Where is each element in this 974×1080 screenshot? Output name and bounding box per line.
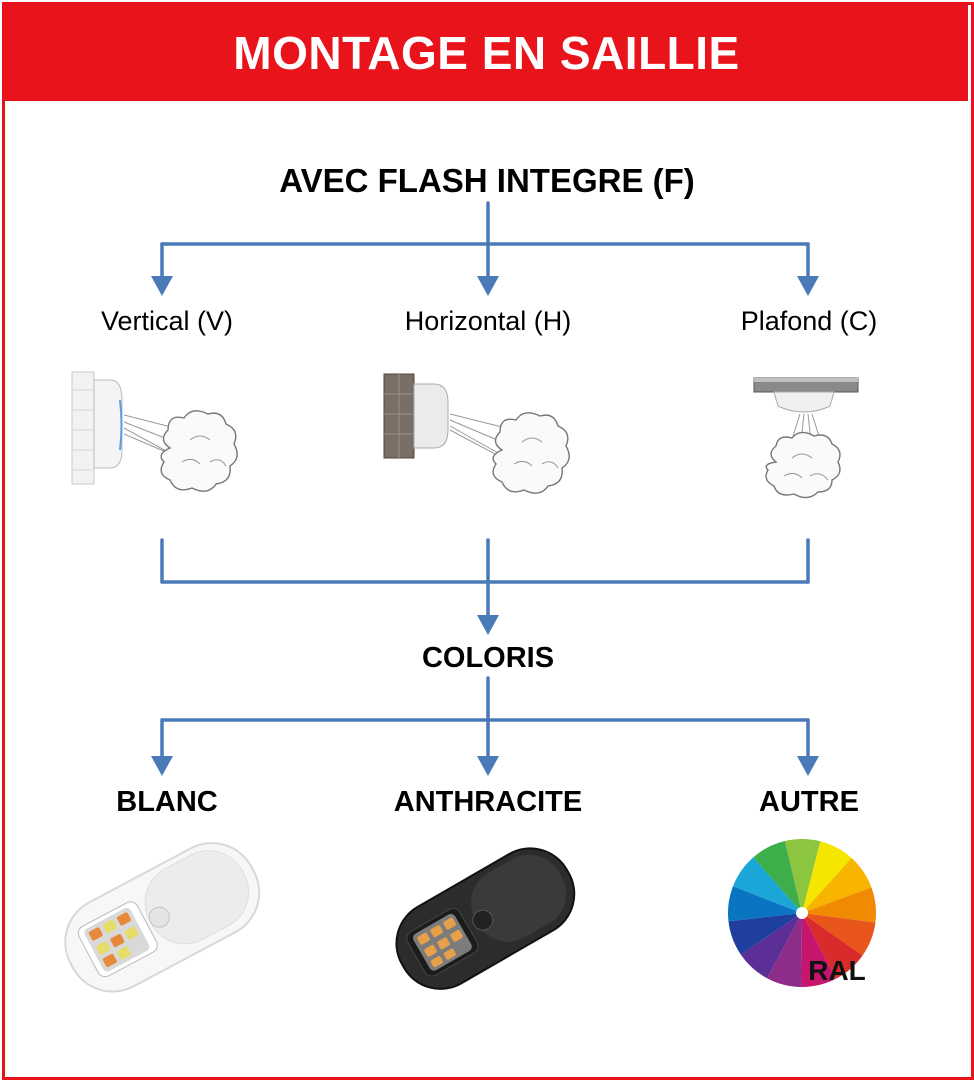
arrowhead-blanc <box>151 756 173 776</box>
root-node-label: AVEC FLASH INTEGRE (F) <box>279 162 695 199</box>
mounting-label-plafond: Plafond (C) <box>740 306 878 336</box>
ral-text: RAL <box>808 955 866 986</box>
wall-mounted-vertical-smoke-icon <box>71 371 238 492</box>
ral-color-wheel-icon: RAL <box>728 839 876 987</box>
color-label-autre: AUTRE <box>759 786 859 818</box>
page-title: MONTAGE EN SAILLIE <box>233 27 740 79</box>
color-wheel-segment <box>802 913 863 979</box>
color-wheel-segment <box>740 913 802 979</box>
color-wheel-segment <box>728 886 802 922</box>
color-wheel-segment <box>802 858 872 913</box>
color-wheel-segment <box>728 913 802 955</box>
wall-mounted-horizontal-smoke-icon <box>383 373 570 494</box>
color-label-blanc: BLANC <box>116 786 218 818</box>
color-wheel-segment <box>801 913 836 987</box>
header-banner: MONTAGE EN SAILLIE <box>5 5 968 101</box>
color-wheel-segment <box>802 913 876 956</box>
white-device-icon <box>64 842 261 993</box>
color-wheel-segment <box>802 841 852 913</box>
anthracite-device-icon <box>395 847 576 990</box>
color-wheel-segment <box>767 913 802 987</box>
mounting-label-horizontal: Horizontal (H) <box>404 306 572 336</box>
coloris-label: COLORIS <box>421 642 555 674</box>
color-wheel-segment <box>802 887 876 923</box>
arrowhead-horizontal <box>477 276 499 296</box>
color-wheel-segment <box>733 857 802 913</box>
arrowhead-anthracite <box>477 756 499 776</box>
mounting-label-vertical: Vertical (V) <box>100 306 234 336</box>
color-wheel-segment <box>753 841 802 913</box>
arrowhead-vertical <box>151 276 173 296</box>
color-wheel-segment <box>784 839 821 913</box>
arrowhead-plafond <box>797 276 819 296</box>
arrowhead-coloris <box>477 615 499 635</box>
arrowhead-autre <box>797 756 819 776</box>
ceiling-mounted-smoke-icon <box>753 377 859 499</box>
color-label-anthracite: ANTHRACITE <box>393 786 583 818</box>
